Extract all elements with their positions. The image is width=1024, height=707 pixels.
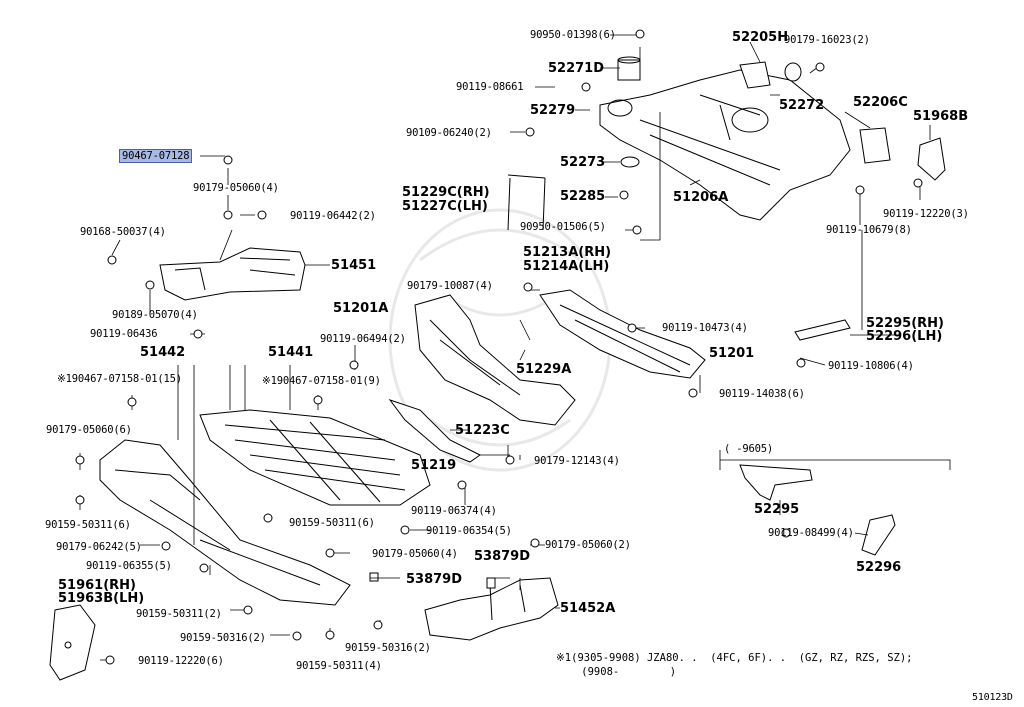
engine-under-cover-51451-drawing — [159, 247, 306, 301]
brace-51219-drawing — [388, 399, 481, 463]
part-label-90119-06354[interactable]: 90119-06354(5) — [426, 525, 512, 537]
fasteners — [75, 29, 923, 665]
bracket-51961-drawing — [49, 604, 96, 681]
part-label-90159-50311-4[interactable]: 90159-50311(4) — [296, 660, 382, 672]
part-label-52273[interactable]: 52273 — [560, 155, 606, 170]
part-label-90467-07128[interactable]: 90467-07128 — [119, 149, 193, 163]
part-label-90119-10679[interactable]: 90119-10679(8) — [826, 224, 912, 236]
side-cover-51442-drawing — [99, 439, 351, 606]
part-label-90109-06240[interactable]: 90109-06240(2) — [406, 127, 492, 139]
side-cover-51452A-drawing — [424, 577, 559, 641]
part-label-90467-07158-15[interactable]: ※190467-07158-01(15) — [57, 373, 182, 385]
part-label-90179-06242[interactable]: 90179-06242(5) — [56, 541, 142, 553]
part-label-90119-06494[interactable]: 90119-06494(2) — [320, 333, 406, 345]
part-label-90950-01398[interactable]: 90950-01398(6) — [530, 29, 616, 41]
part-label-51441[interactable]: 51441 — [268, 345, 314, 360]
part-label-51201[interactable]: 51201 — [709, 346, 755, 361]
part-label-51219[interactable]: 51219 — [411, 458, 457, 473]
part-label-90119-06355[interactable]: 90119-06355(5) — [86, 560, 172, 572]
part-label-90119-06374[interactable]: 90119-06374(4) — [411, 505, 497, 517]
part-label-90159-50316-2b[interactable]: 90159-50316(2) — [345, 642, 431, 654]
part-label-51451[interactable]: 51451 — [331, 258, 377, 273]
part-label-90119-10806[interactable]: 90119-10806(4) — [828, 360, 914, 372]
part-label-53879D-a[interactable]: 53879D — [406, 572, 463, 587]
part-label-90179-05060-2[interactable]: 90179-05060(2) — [545, 539, 631, 551]
part-label-51223C[interactable]: 51223C — [455, 423, 510, 438]
washer-52272-drawing — [784, 62, 802, 82]
part-label-90159-50311-2[interactable]: 90159-50311(2) — [136, 608, 222, 620]
part-label-90189-05070[interactable]: 90189-05070(4) — [112, 309, 198, 321]
part-label-90179-10087[interactable]: 90179-10087(4) — [407, 280, 493, 292]
part-label-90179-16023[interactable]: 90179-16023(2) — [784, 34, 870, 46]
part-label-90119-12220-3[interactable]: 90119-12220(3) — [883, 208, 969, 220]
part-label-52271D[interactable]: 52271D — [548, 61, 605, 76]
u-bolt-51229C-drawing — [507, 174, 546, 231]
part-label-90179-05060-4b[interactable]: 90179-05060(4) — [372, 548, 458, 560]
brace-52295-drawing — [739, 319, 851, 501]
part-label-90119-08499[interactable]: 90119-08499(4) — [768, 527, 854, 539]
part-label-90119-06442[interactable]: 90119-06442(2) — [290, 210, 376, 222]
part-label-90119-10473[interactable]: 90119-10473(4) — [662, 322, 748, 334]
part-label-90119-12220-6[interactable]: 90119-12220(6) — [138, 655, 224, 667]
part-label-52279[interactable]: 52279 — [530, 103, 576, 118]
part-label-52206C[interactable]: 52206C — [853, 95, 908, 110]
part-label-51229A[interactable]: 51229A — [516, 362, 572, 377]
washer-52273-drawing — [620, 156, 640, 168]
part-label-51963B[interactable]: 51963B(LH) — [58, 591, 145, 606]
part-label-90467-07158-9[interactable]: ※190467-07158-01(9) — [262, 375, 381, 387]
part-label-51961[interactable]: 51961(RH) — [58, 578, 136, 593]
engine-under-cover-51441-drawing — [199, 409, 431, 506]
part-label-90159-50311-6a[interactable]: 90159-50311(6) — [45, 519, 131, 531]
part-label-52285[interactable]: 52285 — [560, 189, 606, 204]
part-label-90119-08661[interactable]: 90119-08661 — [456, 81, 524, 93]
part-label-53879D-b[interactable]: 53879D — [474, 549, 531, 564]
crossmember-51201A-drawing — [414, 294, 576, 426]
part-label-51201A[interactable]: 51201A — [333, 301, 389, 316]
part-label-90179-05060-4[interactable]: 90179-05060(4) — [193, 182, 279, 194]
part-label-90179-05060-6[interactable]: 90179-05060(6) — [46, 424, 132, 436]
part-label-90159-50316-2a[interactable]: 90159-50316(2) — [180, 632, 266, 644]
crossmember-51201-drawing — [539, 289, 706, 379]
clip-53879D-drawing — [369, 572, 496, 589]
part-label-90119-14038[interactable]: 90119-14038(6) — [719, 388, 805, 400]
part-label-90950-01506[interactable]: 90950-01506(5) — [520, 221, 606, 233]
part-label-52295-rh[interactable]: 52295(RH) — [866, 316, 944, 331]
part-label-52272[interactable]: 52272 — [779, 98, 825, 113]
mount-52205H-drawing — [739, 61, 771, 89]
part-label-52296-lh[interactable]: 52296(LH) — [866, 329, 943, 344]
part-label-51227C[interactable]: 51227C(LH) — [402, 199, 488, 214]
part-label-90159-50311-6b[interactable]: 90159-50311(6) — [289, 517, 375, 529]
bushing-52206C-drawing — [859, 127, 891, 164]
part-label-51206A[interactable]: 51206A — [673, 190, 729, 205]
part-label-51452A[interactable]: 51452A — [560, 601, 616, 616]
part-label-51213A[interactable]: 51213A(RH) — [523, 245, 612, 260]
part-label-90168-50037[interactable]: 90168-50037(4) — [80, 226, 166, 238]
bracket-51968B-drawing — [917, 137, 946, 181]
part-label-51442[interactable]: 51442 — [140, 345, 186, 360]
bushing-52271D-drawing — [617, 56, 641, 81]
part-label-90119-06436[interactable]: 90119-06436 — [90, 328, 158, 340]
footnote-line-2: (9908- ) — [556, 666, 677, 678]
part-label-52295[interactable]: 52295 — [754, 502, 800, 517]
part-label-52205H[interactable]: 52205H — [732, 30, 789, 45]
date-range-label: ( -9605) — [724, 443, 773, 455]
rear-suspension-member-51206A-drawing — [599, 69, 851, 221]
part-label-52296[interactable]: 52296 — [856, 560, 902, 575]
part-label-51229C[interactable]: 51229C(RH) — [402, 185, 490, 200]
part-label-51214A[interactable]: 51214A(LH) — [523, 259, 610, 274]
part-label-90179-12143[interactable]: 90179-12143(4) — [534, 455, 620, 467]
part-label-51968B[interactable]: 51968B — [913, 109, 969, 124]
footnote-line-1: ※1(9305-9908) JZA80. . (4FC, 6F). . (GZ,… — [556, 652, 913, 664]
brace-52296-drawing — [861, 514, 896, 556]
diagram-id: 510123D — [972, 692, 1013, 703]
